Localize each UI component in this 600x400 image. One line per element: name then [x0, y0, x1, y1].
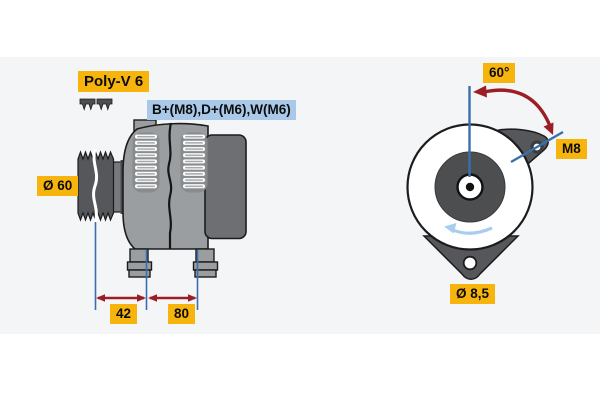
alternator-front-view	[406, 85, 564, 280]
dimension-80-label: 80	[168, 304, 196, 324]
pulley-diameter-label: Ø 60	[37, 176, 79, 196]
angle-arc-arrow-icon	[473, 85, 554, 135]
belt-type-label: Poly-V 6	[78, 71, 150, 92]
rotation-direction-arrow-icon	[444, 223, 493, 235]
pulley-break-line	[92, 148, 99, 224]
lower-bolt-hole	[462, 255, 478, 271]
bracket-divider-line	[167, 122, 173, 249]
dimension-arrow-icon	[96, 294, 197, 302]
terminals-label: B+(M8),D+(M6),W(M6)	[147, 100, 296, 120]
dimension-42-label: 42	[110, 304, 138, 324]
dimension-extension-lines	[94, 222, 199, 310]
alternator-side-view	[77, 98, 247, 310]
mount-angle-label: 60°	[483, 63, 516, 83]
mounting-foot-rear	[192, 248, 219, 278]
rear-cover	[204, 134, 247, 240]
shaft-center	[465, 182, 475, 192]
mount-hole-diameter-label: Ø 8,5	[450, 284, 496, 304]
belt-profile-icon	[79, 98, 113, 111]
mount-thread-label: M8	[556, 139, 587, 159]
mounting-foot-front	[126, 248, 153, 278]
m8-axis-line	[510, 130, 564, 164]
